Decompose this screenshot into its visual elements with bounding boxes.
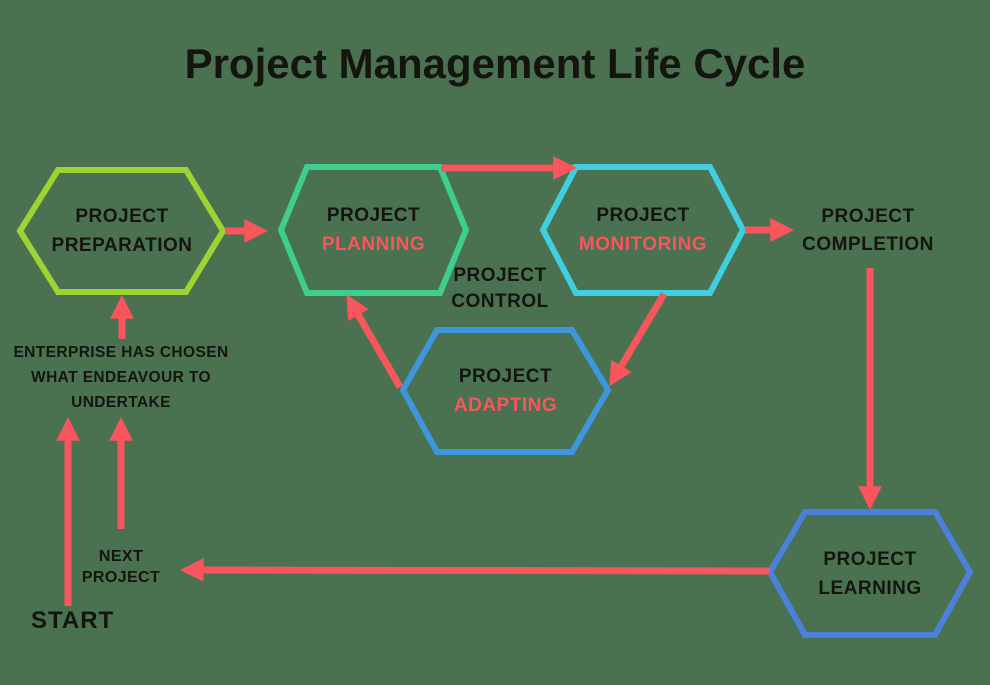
arrows bbox=[56, 156, 882, 606]
label-line: ENTERPRISE HAS CHOSEN bbox=[13, 344, 229, 361]
planning-hexagon bbox=[277, 164, 470, 296]
learning-hexagon bbox=[766, 509, 974, 638]
arrow-monitoring-to-adapting bbox=[609, 292, 668, 387]
node-label-line: PROJECT bbox=[458, 366, 553, 387]
node-label-line: PREPARATION bbox=[51, 235, 193, 256]
node-project-preparation: PROJECT PREPARATION bbox=[21, 170, 223, 292]
node-label-line: PROJECT bbox=[75, 206, 169, 227]
node-project-planning: PROJECT PLANNING bbox=[281, 167, 466, 293]
label-line: PROJECT bbox=[821, 206, 915, 227]
label-enterprise-note: ENTERPRISE HAS CHOSEN WHAT ENDEAVOUR TO … bbox=[9, 340, 233, 415]
label-start: START bbox=[31, 606, 151, 636]
node-label-line-accent: MONITORING bbox=[578, 234, 708, 255]
node-label-line-accent: PLANNING bbox=[321, 234, 426, 255]
node-label-line: PROJECT bbox=[596, 205, 690, 226]
node-project-adapting: PROJECT ADAPTING bbox=[403, 330, 608, 452]
label-line: PROJECT bbox=[81, 569, 161, 586]
arrow-learning-to-next-project bbox=[179, 558, 771, 582]
preparation-hexagon bbox=[16, 167, 227, 295]
label-project-control: PROJECT CONTROL bbox=[420, 263, 580, 315]
label-line: CONTROL bbox=[451, 291, 549, 312]
label-line: WHAT ENDEAVOUR TO bbox=[31, 369, 211, 386]
page-title: Project Management Life Cycle bbox=[184, 40, 806, 87]
node-project-monitoring: PROJECT MONITORING bbox=[543, 167, 743, 293]
label-line: COMPLETION bbox=[802, 234, 934, 255]
arrow-adapting-to-planning bbox=[346, 294, 404, 389]
label-line: START bbox=[31, 607, 115, 634]
label-line: UNDERTAKE bbox=[71, 394, 171, 411]
label-line: NEXT bbox=[98, 548, 144, 565]
label-line: PROJECT bbox=[453, 265, 547, 286]
label-project-completion: PROJECT COMPLETION bbox=[788, 203, 948, 259]
node-label-line: LEARNING bbox=[818, 577, 922, 599]
node-label-line: PROJECT bbox=[326, 205, 421, 226]
node-label-line-accent: ADAPTING bbox=[453, 395, 558, 416]
node-project-learning: PROJECT LEARNING bbox=[770, 512, 970, 635]
adapting-hexagon bbox=[399, 327, 612, 455]
node-label-line: PROJECT bbox=[823, 548, 917, 570]
label-next-project: NEXT PROJECT bbox=[61, 546, 181, 588]
